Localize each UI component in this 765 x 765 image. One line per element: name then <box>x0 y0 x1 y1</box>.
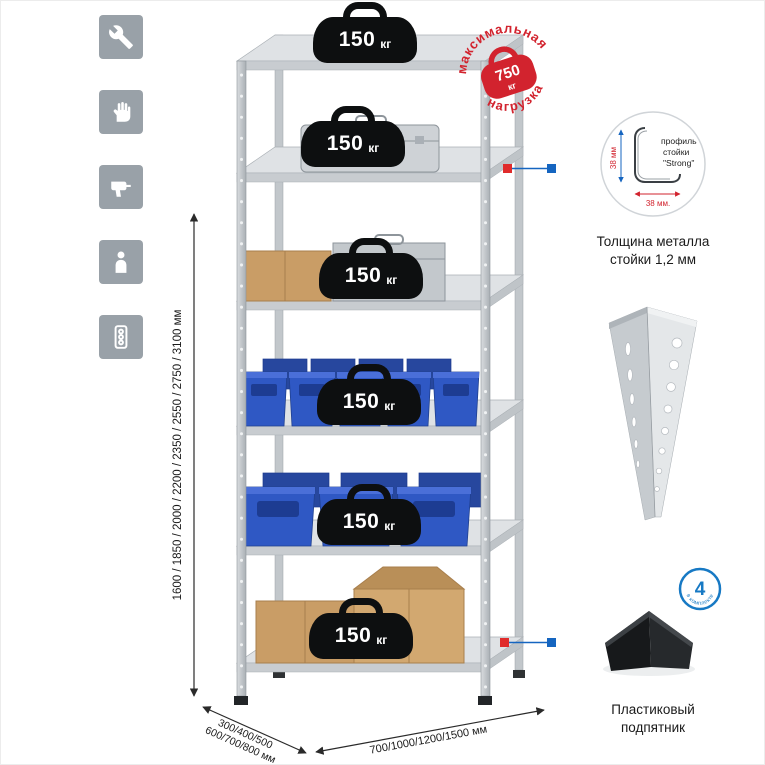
shelf-load-badge-2: 150 кг <box>301 121 405 167</box>
foot-caption-line-1: Пластиковый <box>611 702 695 717</box>
assembly-person-icon <box>99 240 143 284</box>
profile-caption-line-2: стойки 1,2 мм <box>609 251 697 267</box>
quantity-badge: 4 в комплекте <box>678 567 722 611</box>
plastic-foot-illustration <box>603 611 695 676</box>
shelf-load-unit: кг <box>384 518 396 533</box>
profile-label-2: стойки <box>663 147 689 157</box>
stamp-weight-value: 750 <box>493 61 522 85</box>
profile-label-3: "Strong" <box>663 158 694 168</box>
profile-caption-line-1: Толщина металла <box>596 234 710 249</box>
shelf-load-value: 150 <box>326 132 364 155</box>
shelf-load-unit: кг <box>386 272 398 287</box>
shelf-load-unit: кг <box>380 36 392 51</box>
shelf-load-unit: кг <box>376 632 388 647</box>
foot-caption: Пластиковый подпятник <box>573 701 733 736</box>
stamp-weight-unit: кг <box>506 80 517 92</box>
shelf-load-value: 150 <box>342 510 380 533</box>
profile-label-1: профиль <box>661 136 697 146</box>
shelf-load-value: 150 <box>338 28 376 51</box>
level-icon <box>99 315 143 359</box>
stamp-kettlebell-icon <box>480 46 537 99</box>
height-dimension-label: 1600 / 1850 / 2000 / 2200 / 2350 / 2550 … <box>172 310 184 601</box>
shelf-load-badge-4: 150 кг <box>317 379 421 425</box>
profile-callout: 38 мм 38 мм. профиль стойки "Strong" <box>600 111 706 217</box>
angle-post-illustration <box>608 306 698 521</box>
shelf-load-value: 150 <box>342 390 380 413</box>
drill-icon <box>99 165 143 209</box>
profile-cross-section-icon <box>634 127 681 183</box>
width-dimension-label: 700/1000/1200/1500 мм <box>369 723 488 756</box>
shelf-load-badge-1: 150 кг <box>313 17 417 63</box>
shelf-load-badge-5: 150 кг <box>317 499 421 545</box>
shelf-load-value: 150 <box>344 264 382 287</box>
callout-markers <box>500 164 556 647</box>
quantity-badge-number: 4 <box>695 579 706 600</box>
shelf-load-unit: кг <box>368 140 380 155</box>
cardboard-box-shelf3 <box>238 250 332 302</box>
wrench-icon <box>99 15 143 59</box>
shelf-load-value: 150 <box>334 624 372 647</box>
shelf-load-badge-6: 150 кг <box>309 613 413 659</box>
foot-caption-line-2: подпятник <box>620 719 686 735</box>
shelf-load-badge-3: 150 кг <box>319 253 423 299</box>
profile-caption: Толщина металла стойки 1,2 мм <box>573 233 733 268</box>
gloves-icon <box>99 90 143 134</box>
max-load-stamp: максимальная нагрузка 750 кг <box>443 7 553 122</box>
tool-icon-column <box>99 15 143 359</box>
profile-dim-horizontal: 38 мм. <box>646 199 670 208</box>
shelf-load-unit: кг <box>384 398 396 413</box>
profile-dim-vertical: 38 мм <box>609 147 618 169</box>
